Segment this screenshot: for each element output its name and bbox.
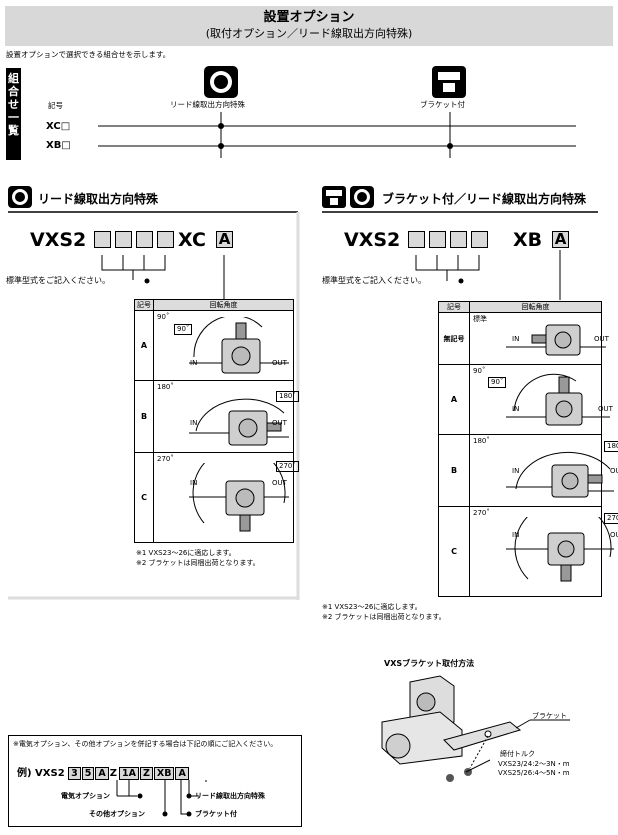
right-standard-note: 標準型式をご記入ください。 — [322, 276, 426, 285]
example-prefix: 例) VXS2 — [17, 768, 65, 779]
left-note-2: ※2 ブラケットは同梱出荷となります。 — [136, 559, 260, 567]
right-row-a-code: A — [438, 364, 470, 435]
example-bracket-label: ブラケット付 — [195, 810, 237, 818]
right-section-title: ブラケット付／リード線取出方向特殊 — [382, 192, 587, 206]
right-row-c-diagram: 270˚ 270˚ IN OUT — [469, 506, 618, 597]
mount-torque-title: 締付トルク — [500, 750, 535, 758]
right-section-icons — [322, 186, 598, 213]
right-rotation-table: 記号回転角度 無記号 標準 IN OUT A 90˚ 90˚ IN OUT B … — [438, 301, 618, 597]
right-connectors — [415, 250, 561, 300]
intro-text: 設置オプションで選択できる組合せを示します。 — [6, 50, 171, 59]
section-header: 設置オプション (取付オプション／リード線取出方向特殊) — [5, 6, 613, 46]
example-box: ※電気オプション、その他オプションを併記する場合は下記の順にご記入ください。 例… — [8, 735, 302, 827]
right-th-angle: 回転角度 — [469, 301, 602, 313]
right-suffix-box: A — [552, 231, 569, 248]
combo-col-lead: リード線取出方向特殊 — [170, 100, 245, 109]
left-rotation-table: 記号回転角度 A 90˚ 90˚ IN OUT B 180˚ 180˚ IN O… — [134, 299, 299, 543]
mount-bracket-label: ブラケット — [532, 712, 567, 720]
left-row-c-diagram: 270˚ 270˚ IN OUT — [153, 452, 299, 543]
left-model-box-4[interactable] — [157, 231, 174, 248]
right-model-box-1[interactable] — [408, 231, 425, 248]
right-row-b-code: B — [438, 434, 470, 507]
right-model-box-4[interactable] — [471, 231, 488, 248]
left-row-b-code: B — [134, 380, 154, 453]
mount-torque-1: VXS23/24:2～3N・m — [498, 760, 570, 768]
right-row-std-diagram: 標準 IN OUT — [469, 312, 609, 365]
mount-torque-2: VXS25/26:4～5N・m — [498, 769, 570, 777]
right-model-prefix: VXS2 — [344, 229, 401, 251]
example-other-label: その他オプション — [89, 810, 145, 818]
left-row-b-diagram: 180˚ 180˚ IN OUT — [153, 380, 299, 453]
combo-col-label: 記号 — [48, 101, 63, 110]
left-row-a-code: A — [134, 310, 154, 381]
left-model-box-3[interactable] — [136, 231, 153, 248]
mount-illustration — [381, 675, 570, 782]
combo-row-xb: XB□ — [46, 140, 71, 151]
right-model-box-3[interactable] — [450, 231, 467, 248]
combo-diagram — [98, 66, 576, 158]
example-electric-label: 電気オプション — [61, 792, 110, 800]
left-suffix-box: A — [216, 231, 233, 248]
example-intro: ※電気オプション、その他オプションを併記する場合は下記の順にご記入ください。 — [13, 740, 278, 748]
left-model-box-1[interactable] — [94, 231, 111, 248]
combo-col-bracket: ブラケット付 — [420, 100, 465, 109]
left-section-graphics — [8, 186, 300, 600]
left-model-box-2[interactable] — [115, 231, 132, 248]
right-row-std-code: 無記号 — [438, 312, 470, 365]
right-note-2: ※2 ブラケットは同梱出荷となります。 — [322, 613, 446, 621]
left-model-prefix: VXS2 — [30, 229, 87, 251]
left-standard-note: 標準型式をご記入ください。 — [6, 276, 110, 285]
left-row-a-diagram: 90˚ 90˚ IN OUT — [153, 310, 294, 381]
left-note-1: ※1 VXS23～26に適応します。 — [136, 549, 236, 557]
page-title: 設置オプション — [263, 10, 355, 25]
bracket-icon — [432, 66, 466, 98]
right-th-code: 記号 — [438, 301, 470, 313]
right-row-b-diagram: 180˚ 180˚ IN OUT — [469, 434, 618, 507]
combo-row-xc: XC□ — [46, 121, 71, 132]
left-row-c-code: C — [134, 452, 154, 543]
right-note-1: ※1 VXS23～26に適応します。 — [322, 603, 422, 611]
right-row-c-code: C — [438, 506, 470, 597]
left-section-title: リード線取出方向特殊 — [38, 192, 159, 206]
combo-vertical-label: 組合せ一覧 — [6, 68, 21, 160]
right-row-a-diagram: 90˚ 90˚ IN OUT — [469, 364, 613, 435]
mount-title: VXSブラケット取付方法 — [384, 659, 475, 668]
lead-direction-icon — [204, 66, 238, 98]
left-th-code: 記号 — [134, 299, 154, 311]
example-lead-label: リード線取出方向特殊 — [195, 792, 265, 800]
left-th-angle: 回転角度 — [153, 299, 294, 311]
right-model-box-2[interactable] — [429, 231, 446, 248]
right-model-suffix: XB — [513, 229, 543, 251]
left-model-suffix: XC — [178, 229, 206, 251]
page-subtitle: (取付オプション／リード線取出方向特殊) — [205, 27, 413, 40]
